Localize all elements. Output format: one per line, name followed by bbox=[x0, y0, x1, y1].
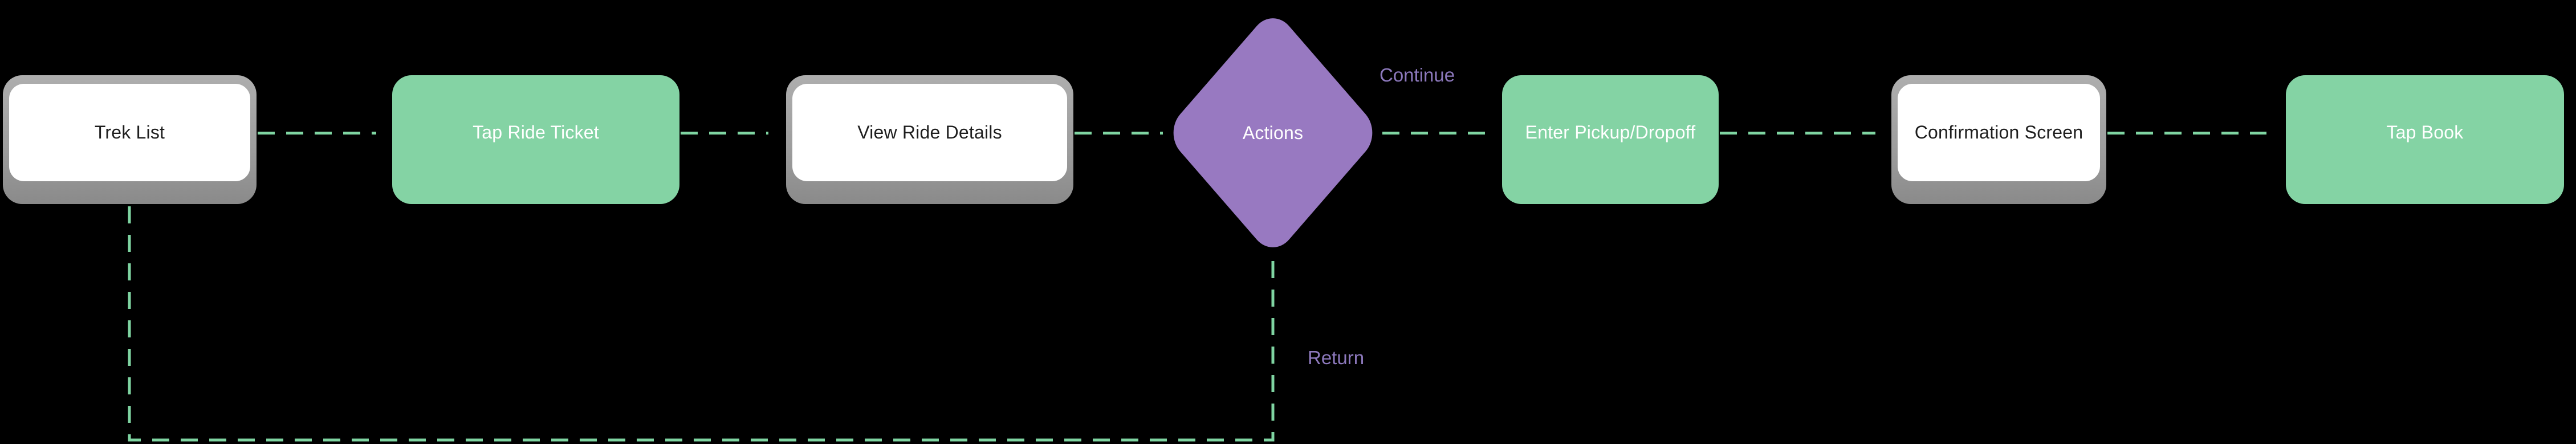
node-tap-book-face: Tap Book bbox=[2292, 84, 2558, 181]
connector-lines bbox=[128, 132, 2266, 442]
arrowhead-into-actions-bottom-icon bbox=[1261, 237, 1284, 261]
node-trek-list-label: Trek List bbox=[94, 122, 165, 142]
node-tap-book-label: Tap Book bbox=[2386, 122, 2464, 142]
node-trek-list[interactable]: Trek List bbox=[3, 75, 257, 204]
node-tap-ride-ticket-face: Tap Ride Ticket bbox=[398, 84, 673, 181]
edge-label-continue: Continue bbox=[1379, 64, 1455, 85]
arrowhead-into-viewride-icon bbox=[770, 120, 792, 146]
node-actions-label: Actions bbox=[1242, 122, 1304, 143]
node-trek-list-face: Trek List bbox=[9, 84, 250, 181]
edge-label-return: Return bbox=[1308, 347, 1365, 368]
node-confirmation-screen-face: Confirmation Screen bbox=[1898, 84, 2100, 181]
node-enter-pickup-dropoff[interactable]: Enter Pickup/Dropoff bbox=[1502, 75, 1719, 204]
node-tap-book[interactable]: Tap Book bbox=[2286, 75, 2564, 204]
arrowhead-into-confirmation-icon bbox=[1877, 120, 1899, 146]
node-enter-pickup-dropoff-label: Enter Pickup/Dropoff bbox=[1525, 122, 1696, 142]
node-tap-ride-ticket-label: Tap Ride Ticket bbox=[473, 122, 599, 142]
arrowhead-into-tapride-icon bbox=[377, 120, 400, 146]
node-view-ride-details-label: View Ride Details bbox=[857, 122, 1002, 142]
connector-return-loop bbox=[128, 203, 1275, 442]
node-view-ride-details-face: View Ride Details bbox=[792, 84, 1067, 181]
arrowhead-into-tapbook-icon bbox=[2268, 120, 2290, 146]
arrowhead-into-enterpickup-icon bbox=[1487, 120, 1509, 146]
node-confirmation-screen[interactable]: Confirmation Screen bbox=[1891, 75, 2106, 204]
node-view-ride-details[interactable]: View Ride Details bbox=[786, 75, 1073, 204]
node-enter-pickup-dropoff-face: Enter Pickup/Dropoff bbox=[1508, 84, 1712, 181]
node-confirmation-screen-label: Confirmation Screen bbox=[1914, 122, 2083, 142]
node-tap-ride-ticket[interactable]: Tap Ride Ticket bbox=[392, 75, 679, 204]
